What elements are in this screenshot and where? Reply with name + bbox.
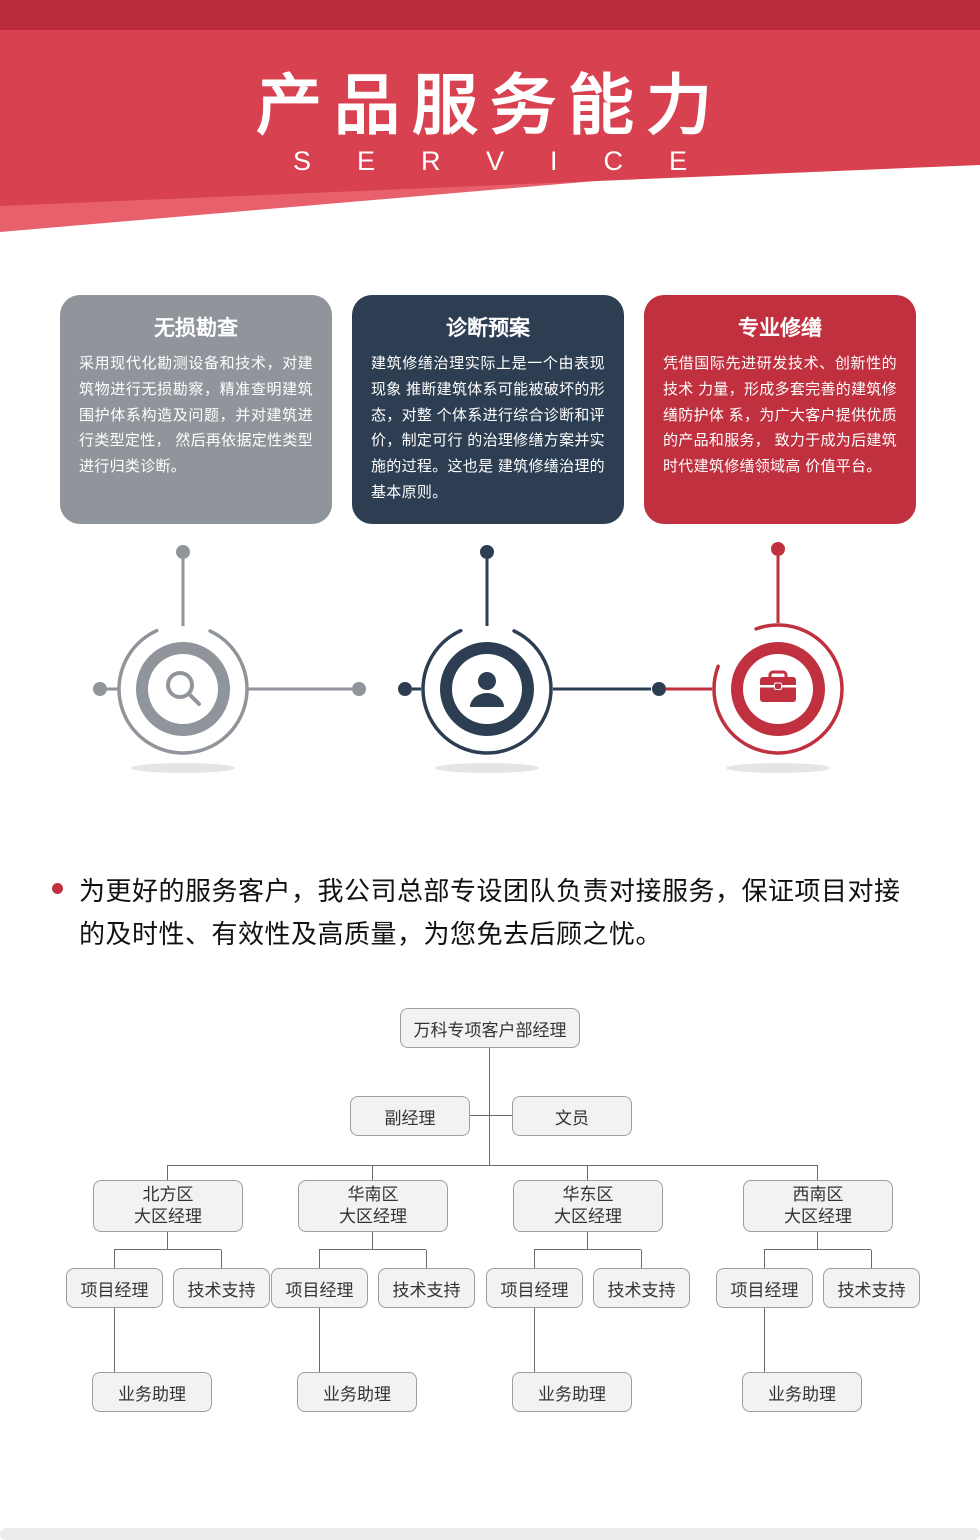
org-node-region-east: 华东区 大区经理 — [513, 1180, 663, 1232]
org-line — [764, 1250, 765, 1268]
diagnosis-deco-unit — [398, 545, 666, 773]
card-diagnosis-title: 诊断预案 — [446, 317, 530, 340]
org-line — [168, 1165, 818, 1166]
org-node-assistant-2: 业务助理 — [297, 1372, 417, 1412]
card-diagnosis-body: 建筑修缮治理实际上是一个由表现现象 推断建筑体系可能被破坏的形态，对整 个体系进… — [371, 355, 605, 501]
org-node-assistant-1: 业务助理 — [92, 1372, 212, 1412]
org-line — [817, 1165, 818, 1180]
card-survey-title: 无损勘查 — [154, 317, 238, 340]
region-name: 华南区 — [347, 1184, 399, 1204]
briefcase-icon — [760, 670, 796, 702]
org-line — [167, 1232, 168, 1250]
org-line — [372, 1232, 373, 1250]
region-role: 大区经理 — [784, 1207, 852, 1226]
card-diagnosis: 诊断预案 建筑修缮治理实际上是一个由表现现象 推断建筑体系可能被破坏的形态，对整… — [352, 295, 624, 524]
org-node-region-north: 北方区 大区经理 — [93, 1180, 243, 1232]
org-line — [372, 1165, 373, 1180]
hero-banner-top-strip — [0, 0, 980, 30]
org-node-tech-3: 技术支持 — [593, 1268, 690, 1308]
region-role: 大区经理 — [554, 1207, 622, 1226]
org-line — [167, 1165, 168, 1180]
card-repair-title: 专业修缮 — [738, 317, 822, 340]
org-node-assistant-4: 业务助理 — [742, 1372, 862, 1412]
org-chart: 万科专项客户部经理 副经理 文员 北方区 大区经理 华南区 大区经理 华东区 大… — [0, 1000, 980, 1430]
org-line — [764, 1249, 871, 1250]
org-node-pm-2: 项目经理 — [271, 1268, 368, 1308]
survey-deco-unit — [93, 545, 366, 773]
card-repair: 专业修缮 凭借国际先进研发技术、创新性的技术 力量，形成多套完善的建筑修缮防护体… — [644, 295, 916, 524]
service-icons-graphic — [93, 542, 844, 773]
intro-text: 为更好的服务客户，我公司总部专设团队负责对接服务，保证项目对接的及时性、有效性及… — [79, 876, 901, 949]
org-line — [534, 1249, 641, 1250]
person-icon — [470, 672, 504, 707]
org-node-deputy: 副经理 — [350, 1096, 470, 1136]
org-line — [817, 1232, 818, 1250]
org-line — [534, 1250, 535, 1268]
org-line — [319, 1249, 426, 1250]
org-line — [641, 1250, 642, 1268]
org-line — [534, 1308, 535, 1372]
card-repair-body: 凭借国际先进研发技术、创新性的技术 力量，形成多套完善的建筑修缮防护体 系，为广… — [663, 355, 897, 476]
region-name: 北方区 — [142, 1184, 194, 1204]
magnifier-icon — [166, 671, 201, 706]
page-title: 产品服务能力 — [256, 68, 724, 142]
org-line — [319, 1250, 320, 1268]
hero-banner: 产品服务能力 SERVICE — [0, 0, 980, 240]
org-line — [470, 1115, 512, 1116]
org-node-pm-4: 项目经理 — [716, 1268, 813, 1308]
region-name: 西南区 — [792, 1184, 844, 1204]
org-line — [587, 1165, 588, 1180]
region-role: 大区经理 — [339, 1207, 407, 1226]
card-survey-body: 采用现代化勘测设备和技术，对建筑物进行无损勘察，精准查明建筑围护体系构造及问题，… — [79, 355, 313, 476]
org-node-assistant-3: 业务助理 — [512, 1372, 632, 1412]
region-role: 大区经理 — [134, 1207, 202, 1226]
page-subtitle: SERVICE — [292, 146, 734, 176]
repair-deco-unit — [666, 542, 844, 773]
org-line — [319, 1308, 320, 1372]
org-node-region-southwest: 西南区 大区经理 — [743, 1180, 893, 1232]
bullet-dot — [52, 883, 63, 894]
org-line — [221, 1250, 222, 1268]
card-survey: 无损勘查 采用现代化勘测设备和技术，对建筑物进行无损勘察，精准查明建筑围护体系构… — [60, 295, 332, 524]
org-line — [764, 1308, 765, 1372]
service-cards: 无损勘查 采用现代化勘测设备和技术，对建筑物进行无损勘察，精准查明建筑围护体系构… — [60, 295, 920, 524]
org-node-region-south: 华南区 大区经理 — [298, 1180, 448, 1232]
hero-banner-main-ribbon — [0, 0, 980, 206]
org-node-pm-1: 项目经理 — [66, 1268, 163, 1308]
org-line — [426, 1250, 427, 1268]
org-line — [871, 1250, 872, 1268]
org-node-clerk: 文员 — [512, 1096, 632, 1136]
org-node-tech-1: 技术支持 — [173, 1268, 270, 1308]
org-node-pm-3: 项目经理 — [486, 1268, 583, 1308]
org-node-tech-4: 技术支持 — [823, 1268, 920, 1308]
org-line — [587, 1232, 588, 1250]
org-line — [489, 1048, 490, 1166]
org-line — [114, 1250, 115, 1268]
org-node-tech-2: 技术支持 — [378, 1268, 475, 1308]
org-node-root: 万科专项客户部经理 — [400, 1008, 580, 1048]
org-line — [114, 1308, 115, 1372]
intro-section: 为更好的服务客户，我公司总部专设团队负责对接服务，保证项目对接的及时性、有效性及… — [52, 870, 947, 956]
region-name: 华东区 — [562, 1184, 614, 1204]
footer-strip — [0, 1528, 980, 1540]
org-line — [114, 1249, 221, 1250]
